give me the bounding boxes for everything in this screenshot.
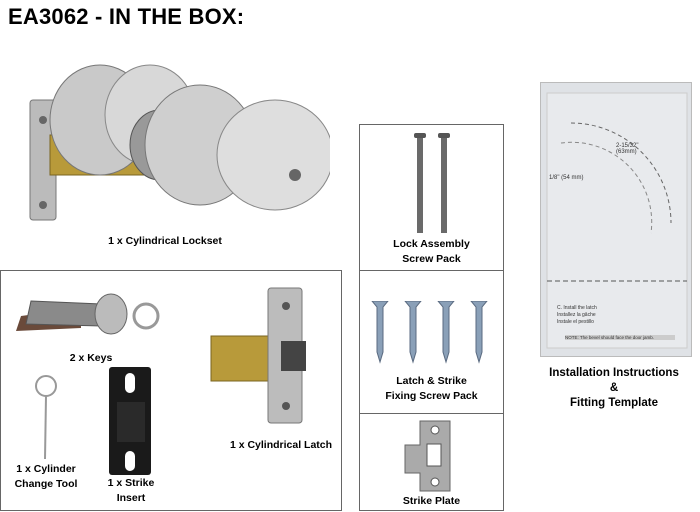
change-tool-image (35, 375, 57, 460)
wood-screws-image (371, 301, 488, 364)
strike-plate-caption: Strike Plate (402, 495, 461, 507)
template-dim2: 1/8" (54 mm) (549, 175, 584, 181)
template-dim1: 2-15/32"(63mm) (616, 143, 639, 155)
lockset-caption: 1 x Cylindrical Lockset (108, 235, 222, 247)
instructions-caption: Installation Instructions&Fitting Templa… (549, 367, 679, 409)
machine-screws-image (414, 133, 450, 233)
page-title: EA3062 - IN THE BOX: (8, 4, 245, 29)
latch-image (210, 287, 306, 424)
strike-plate-image (404, 420, 451, 492)
keys-caption: 2 x Keys (69, 352, 113, 364)
latch-caption: 1 x Cylindrical Latch (229, 439, 333, 451)
strike-plate-box: Strike Plate (359, 413, 504, 511)
strike-insert-image (109, 367, 151, 475)
template-note: NOTE: The bevel should face the door jam… (565, 335, 675, 340)
keys-image (16, 293, 160, 335)
lockset-image (29, 64, 330, 221)
instructions-image: 2-15/32"(63mm) 1/8" (54 mm) C. Install t… (540, 82, 692, 357)
